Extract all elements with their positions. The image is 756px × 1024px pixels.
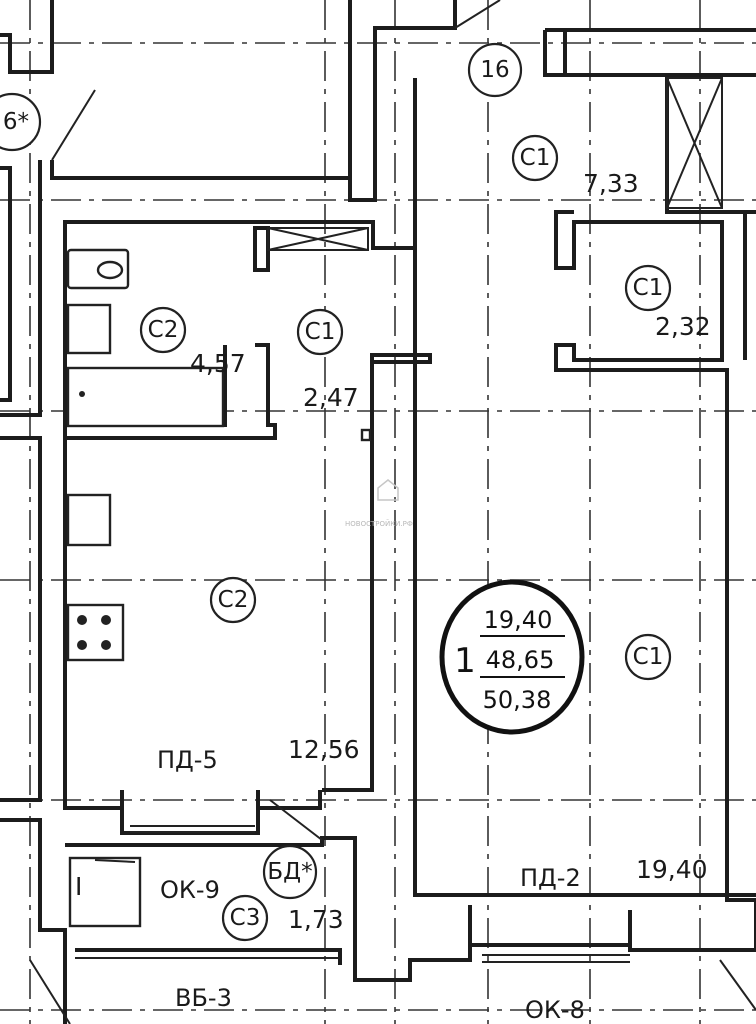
svg-text:С3: С3 — [230, 905, 261, 931]
room-badge-corridor: С1 — [511, 134, 559, 182]
stove-fixture — [66, 603, 125, 662]
living-room-area: 19,40 — [636, 855, 708, 884]
room-badge-balcony: С3 — [221, 894, 269, 942]
kitchen-area: 12,56 — [288, 735, 360, 764]
watermark: НОВОСТРОЙКИ.РФ — [345, 479, 413, 528]
openings-detail — [29, 0, 756, 1024]
kitchen-door-label: ПД-5 — [157, 746, 218, 774]
svg-text:С1: С1 — [633, 644, 664, 670]
corridor-area: 7,33 — [583, 169, 639, 198]
fixtures: I — [66, 248, 372, 928]
hallway-area: 2,47 — [303, 383, 359, 412]
bathtub-fixture — [66, 366, 225, 428]
room-badge-storage: С1 — [624, 264, 672, 312]
balcony-area: 1,73 — [288, 905, 344, 934]
apartment-living-area: 19,40 — [484, 606, 553, 634]
balcony-cabinet — [68, 856, 142, 928]
axis-marker-top: 16 — [467, 42, 523, 98]
balcony-door-marker: БД* — [262, 844, 318, 900]
room-badge-bathroom: С2 — [139, 306, 187, 354]
bathroom-area: 4,57 — [190, 349, 246, 378]
svg-text:6*: 6* — [3, 109, 29, 135]
svg-text:16: 16 — [480, 57, 509, 83]
room-badge-living: С1 — [624, 633, 672, 681]
kitchen-sink-fixture — [66, 493, 112, 547]
vent-shaft-lower — [267, 227, 369, 251]
storage-area: 2,32 — [655, 312, 711, 341]
apartment-number: 1 — [454, 641, 476, 681]
axis-marker-left: 6* — [0, 92, 42, 152]
svg-text:С2: С2 — [148, 317, 179, 343]
washbasin-fixture — [66, 303, 112, 355]
room-badge-hallway: С1 — [296, 308, 344, 356]
apartment-total-area: 48,65 — [486, 646, 555, 674]
watermark-text: НОВОСТРОЙКИ.РФ — [345, 519, 413, 528]
living-door-label: ПД-2 — [520, 864, 581, 892]
apartment-area-with-balcony: 50,38 — [483, 686, 552, 714]
apartment-summary: 1 19,40 48,65 50,38 — [439, 579, 585, 735]
svg-text:С1: С1 — [520, 145, 551, 171]
vent-shaft-upper — [666, 77, 723, 209]
svg-text:С1: С1 — [305, 319, 336, 345]
svg-text:С2: С2 — [218, 587, 249, 613]
svg-text:БД*: БД* — [267, 859, 312, 885]
svg-text:С1: С1 — [633, 275, 664, 301]
living-window-label: ОК-8 — [525, 996, 585, 1024]
balcony-block-label: ВБ-3 — [175, 984, 232, 1012]
hallway-cabinet — [360, 428, 372, 442]
balcony-cabinet-mark: I — [75, 872, 82, 901]
balcony-window-label: ОК-9 — [160, 876, 220, 904]
room-badge-kitchen: С2 — [209, 576, 257, 624]
